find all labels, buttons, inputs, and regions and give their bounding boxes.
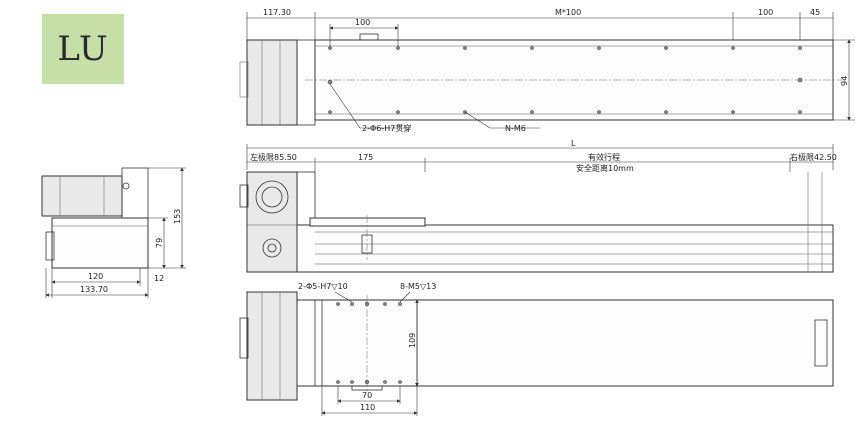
first-pitch-dim: 100 [355,18,370,27]
body-height-dim: 79 [155,238,164,248]
tapped-holes-callout: N-M6 [505,124,526,133]
end-margin-dim: 45 [810,8,820,17]
safety-note: 安全距离10mm [576,163,634,173]
front-carriage [309,217,426,227]
total-height-dim: 153 [173,209,182,224]
pin-holes-callout: 2-Φ5-H7▽10 [298,282,348,291]
width-dim: 94 [840,76,849,86]
bottom-view: 2-Φ5-H7▽10 8-M5▽13 109 70 110 [239,282,834,416]
side-view: 153 79 120 12 133.70 [41,167,186,298]
thread-holes-callout: 8-M5▽13 [400,282,436,291]
overall-width-dim: 133.70 [80,285,108,294]
bottom-motor [246,291,298,401]
top-motor [246,39,298,126]
pitch-series-dim: M*100 [555,8,581,17]
carriage-width-dim: 109 [408,333,417,348]
model-badge: LU [42,14,124,84]
model-label: LU [57,29,109,69]
carriage-offset-dim: 175 [358,153,373,162]
hole-span-dim: 70 [362,391,372,400]
stroke-dim: 有效行程 [588,152,620,162]
side-motor [41,175,123,217]
front-motor [246,171,298,273]
bottom-rail-body [296,299,834,387]
total-length-dim: L [571,139,576,148]
flange-dim: 12 [154,274,164,283]
top-view: 2-Φ6-H7贯穿 N-M6 117.30 100 M*100 100 45 9… [239,8,855,133]
through-holes-callout: 2-Φ6-H7贯穿 [362,123,411,133]
motor-offset-dim: 117.30 [263,8,291,17]
right-limit-dim: 右极限42.50 [790,152,837,162]
carriage-length-dim: 110 [360,403,375,412]
left-limit-dim: 左极限85.50 [250,152,297,162]
last-pitch-dim: 100 [758,8,773,17]
front-view: L 左极限85.50 175 有效行程 安全距离10mm 右极限42.50 [239,139,837,273]
side-body [51,217,149,269]
body-width-dim: 120 [88,272,103,281]
